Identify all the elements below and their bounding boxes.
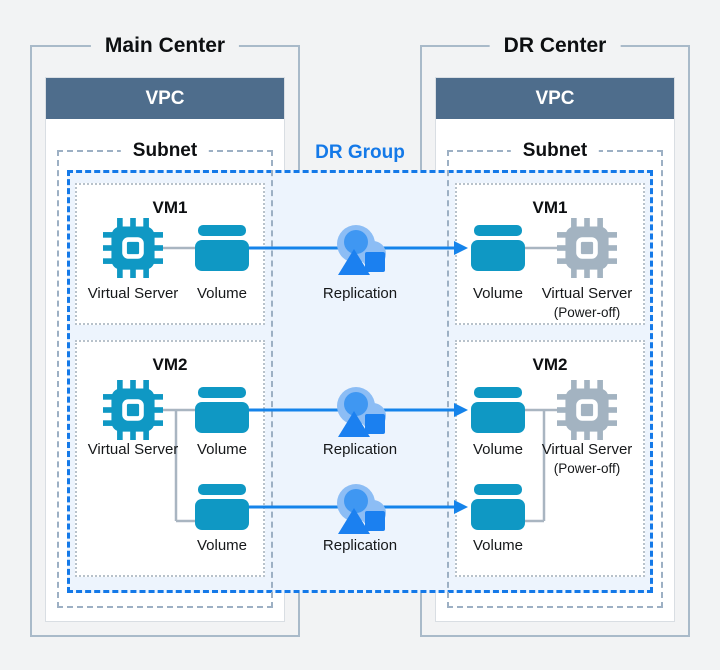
- virtual-server-poweroff-icon: [557, 380, 617, 440]
- volume-icon: [195, 225, 249, 271]
- main-vpc-header: VPC: [46, 78, 284, 119]
- dr-vm2-box: VM2: [455, 340, 645, 577]
- main-vm1-title: VM1: [152, 198, 188, 217]
- dr-center-title: DR Center: [489, 32, 621, 60]
- replication-label: Replication: [322, 285, 398, 302]
- volume-icon: [195, 484, 249, 530]
- virtual-server-label: Virtual Server: [87, 441, 179, 458]
- dr-vm2-title: VM2: [532, 355, 568, 374]
- volume-label: Volume: [196, 285, 248, 302]
- volume-label: Volume: [196, 537, 248, 554]
- volume-icon: [471, 225, 525, 271]
- power-off-label: (Power-off): [553, 305, 621, 320]
- volume-label: Volume: [472, 285, 524, 302]
- volume-icon: [471, 484, 525, 530]
- virtual-server-label: Virtual Server: [541, 285, 633, 302]
- virtual-server-poweroff-icon: [557, 218, 617, 278]
- dr-group-label: DR Group: [315, 142, 405, 163]
- replication-icon: [337, 225, 386, 275]
- main-subnet-label: Subnet: [120, 138, 210, 164]
- volume-icon: [195, 387, 249, 433]
- volume-label: Volume: [196, 441, 248, 458]
- virtual-server-icon: [103, 218, 163, 278]
- virtual-server-label: Virtual Server: [87, 285, 179, 302]
- main-vm2-title: VM2: [152, 355, 188, 374]
- replication-label: Replication: [322, 441, 398, 458]
- replication-icon: [337, 387, 386, 437]
- dr-vpc-header: VPC: [436, 78, 674, 119]
- volume-icon: [471, 387, 525, 433]
- replication-icon: [337, 484, 386, 534]
- dr-subnet-box: Subnet: [447, 138, 663, 608]
- volume-label: Volume: [472, 441, 524, 458]
- dr-vm1-title: VM1: [532, 198, 568, 217]
- virtual-server-icon: [103, 380, 163, 440]
- dr-subnet-label: Subnet: [510, 138, 600, 164]
- main-subnet-box: Subnet: [57, 138, 273, 608]
- volume-label: Volume: [472, 537, 524, 554]
- power-off-label: (Power-off): [553, 461, 621, 476]
- virtual-server-label: Virtual Server: [541, 441, 633, 458]
- replication-label: Replication: [322, 537, 398, 554]
- main-center-title: Main Center: [90, 32, 240, 60]
